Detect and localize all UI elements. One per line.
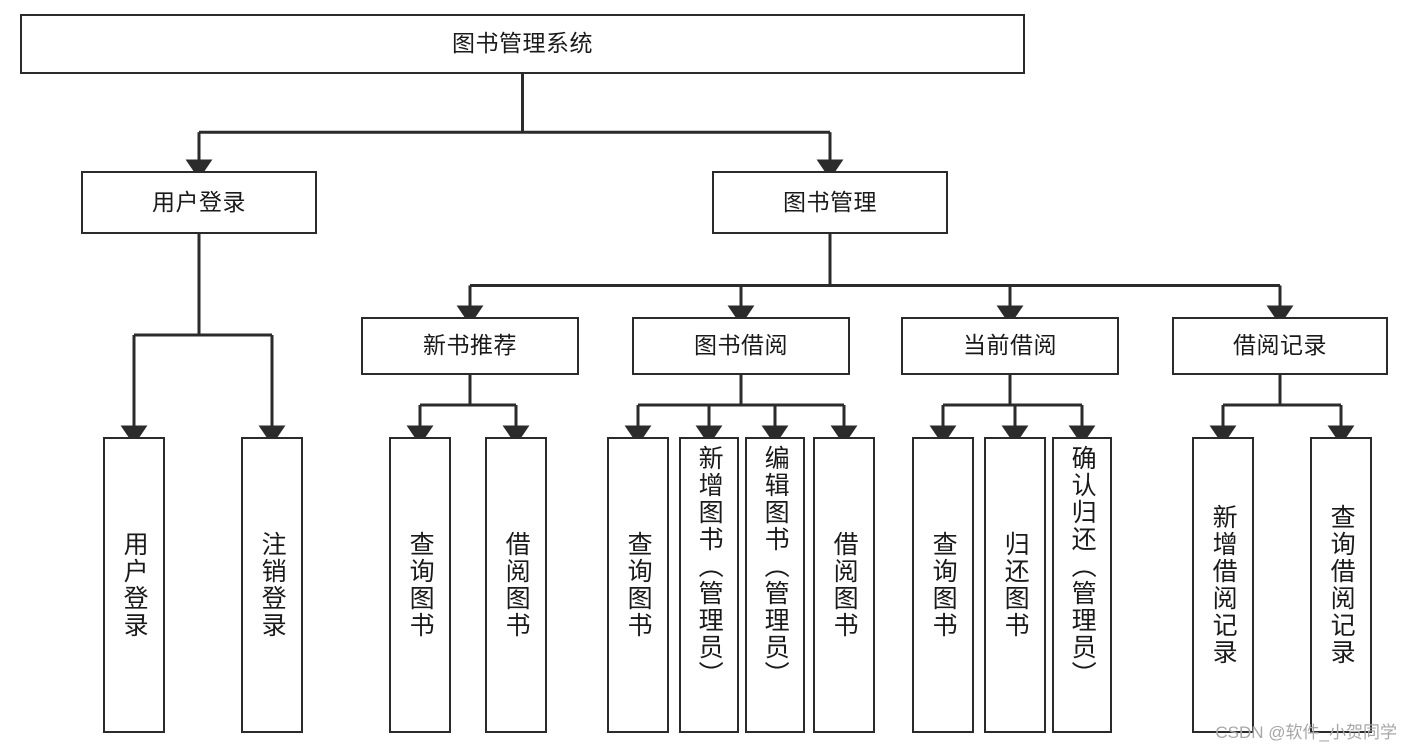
node-leaf-borrow-book-1-label: 借阅图书: [502, 531, 531, 639]
node-current-borrow-label: 当前借阅: [963, 332, 1057, 359]
watermark-label: CSDN @软件_小贺同学: [1215, 723, 1397, 742]
node-leaf-query-book-3[interactable]: 查询图书: [912, 437, 974, 733]
node-leaf-user-login[interactable]: 用户登录: [103, 437, 165, 733]
node-leaf-query-book-1-label: 查询图书: [406, 531, 435, 639]
node-leaf-edit-book[interactable]: 编辑图书（管理员）: [745, 437, 805, 733]
node-leaf-add-book[interactable]: 新增图书（管理员）: [679, 437, 739, 733]
node-leaf-logout[interactable]: 注销登录: [241, 437, 303, 733]
node-leaf-add-record[interactable]: 新增借阅记录: [1192, 437, 1254, 733]
node-leaf-borrow-book-2[interactable]: 借阅图书: [813, 437, 875, 733]
node-leaf-user-login-label: 用户登录: [120, 531, 149, 639]
node-new-book-recommend[interactable]: 新书推荐: [361, 317, 579, 375]
node-book-manage-label: 图书管理: [783, 188, 877, 215]
node-leaf-edit-book-label: 编辑图书（管理员）: [761, 445, 790, 688]
node-leaf-confirm-return-label: 确认归还（管理员）: [1068, 445, 1097, 688]
node-leaf-query-book-2-label: 查询图书: [624, 531, 653, 639]
node-new-book-recommend-label: 新书推荐: [423, 332, 517, 359]
node-leaf-return-book-label: 归还图书: [1001, 531, 1030, 639]
node-leaf-logout-label: 注销登录: [258, 531, 287, 639]
node-root-label: 图书管理系统: [452, 30, 593, 57]
node-leaf-query-book-3-label: 查询图书: [929, 531, 958, 639]
node-borrow-record-label: 借阅记录: [1233, 332, 1327, 359]
node-user-login[interactable]: 用户登录: [81, 171, 317, 234]
node-leaf-borrow-book-2-label: 借阅图书: [830, 531, 859, 639]
node-leaf-return-book[interactable]: 归还图书: [984, 437, 1046, 733]
node-root[interactable]: 图书管理系统: [20, 14, 1025, 74]
node-leaf-query-book-1[interactable]: 查询图书: [389, 437, 451, 733]
node-borrow-record[interactable]: 借阅记录: [1172, 317, 1388, 375]
node-book-manage[interactable]: 图书管理: [712, 171, 948, 234]
node-leaf-add-record-label: 新增借阅记录: [1209, 504, 1238, 666]
node-book-borrow-label: 图书借阅: [694, 332, 788, 359]
node-book-borrow[interactable]: 图书借阅: [632, 317, 850, 375]
node-leaf-borrow-book-1[interactable]: 借阅图书: [485, 437, 547, 733]
node-leaf-confirm-return[interactable]: 确认归还（管理员）: [1052, 437, 1112, 733]
node-leaf-query-record-label: 查询借阅记录: [1327, 504, 1356, 666]
node-leaf-query-book-2[interactable]: 查询图书: [607, 437, 669, 733]
node-leaf-query-record[interactable]: 查询借阅记录: [1310, 437, 1372, 733]
node-current-borrow[interactable]: 当前借阅: [901, 317, 1119, 375]
node-leaf-add-book-label: 新增图书（管理员）: [695, 445, 724, 688]
node-user-login-label: 用户登录: [152, 188, 246, 215]
